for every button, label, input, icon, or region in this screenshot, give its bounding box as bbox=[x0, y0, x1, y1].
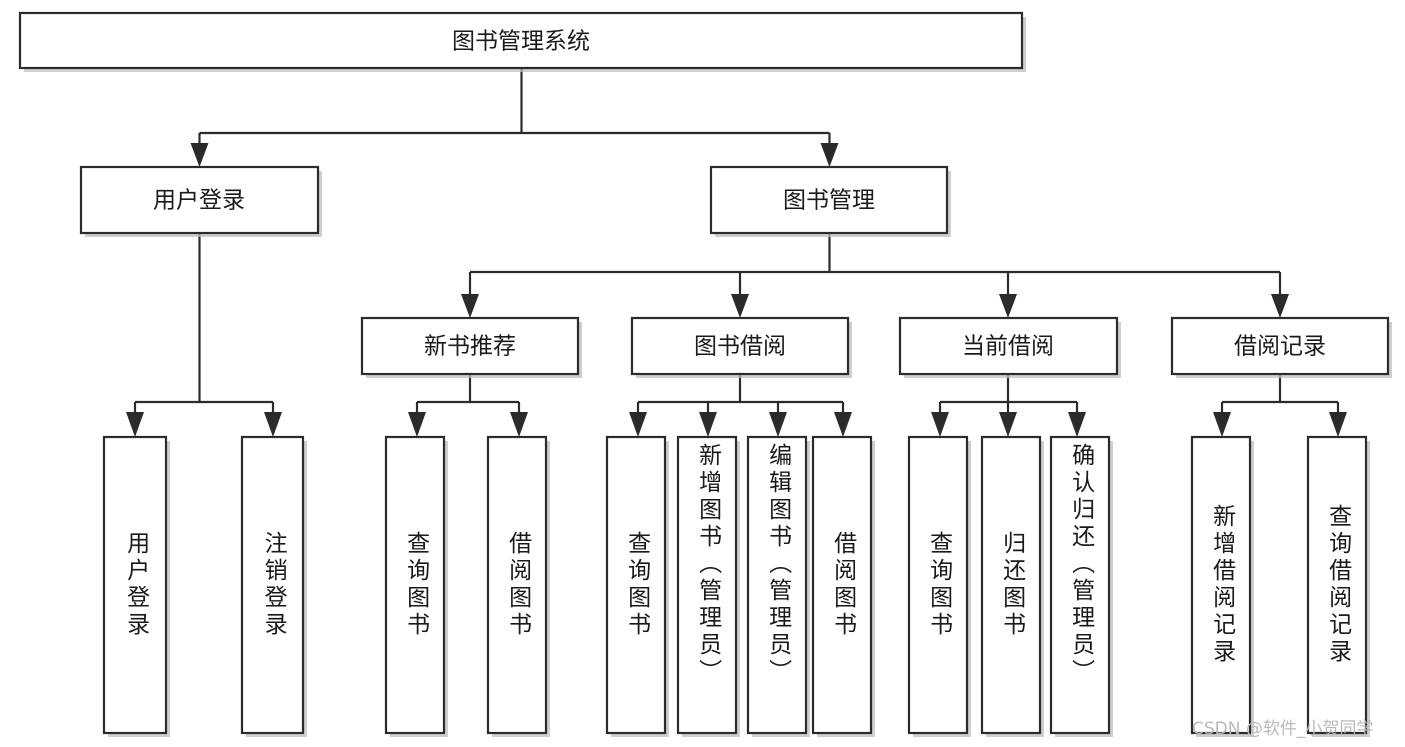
node-user-login[interactable]: 用户登录 bbox=[79, 165, 322, 237]
arrowhead-leaf-edit-book bbox=[769, 412, 787, 437]
arrowhead-book-manage bbox=[820, 143, 839, 167]
arrowhead-leaf-query-book-3 bbox=[931, 412, 949, 437]
node-book-manage-label: 图书管理 bbox=[783, 188, 875, 214]
connector-group-root bbox=[190, 68, 839, 167]
node-book-borrow-label: 图书借阅 bbox=[694, 334, 786, 360]
node-new-book-rec-label: 新书推荐 bbox=[424, 334, 516, 360]
arrowhead-leaf-add-book bbox=[699, 412, 717, 437]
arrowhead-leaf-add-record bbox=[1213, 412, 1231, 437]
node-new-book-rec-box[interactable] bbox=[360, 316, 580, 376]
node-borrow-record[interactable]: 借阅记录 bbox=[1170, 316, 1392, 378]
connector-group-book-borrow bbox=[629, 374, 852, 437]
node-root-label: 图书管理系统 bbox=[452, 29, 590, 55]
node-root-box[interactable] bbox=[18, 11, 1024, 70]
node-borrow-record-label: 借阅记录 bbox=[1234, 334, 1326, 360]
arrowhead-leaf-borrow-book-1 bbox=[510, 412, 528, 437]
node-user-login-label: 用户登录 bbox=[153, 188, 245, 214]
arrowhead-book-borrow bbox=[731, 294, 749, 318]
arrowhead-leaf-confirm-return bbox=[1068, 412, 1086, 437]
arrowhead-leaf-borrow-book-2 bbox=[834, 412, 852, 437]
leaf-return-book-box[interactable] bbox=[980, 435, 1042, 735]
arrowhead-leaf-logout bbox=[264, 412, 282, 437]
leaf-borrow-book-1-box[interactable] bbox=[486, 435, 548, 735]
arrowhead-user-login bbox=[190, 143, 209, 167]
node-borrow-record-box[interactable] bbox=[1170, 316, 1390, 376]
node-book-borrow-box[interactable] bbox=[630, 316, 850, 376]
leaf-logout-box[interactable] bbox=[240, 435, 305, 735]
arrowhead-borrow-record bbox=[1271, 294, 1289, 318]
arrowhead-leaf-return-book bbox=[999, 412, 1017, 437]
node-user-login-box[interactable] bbox=[79, 165, 320, 235]
node-current-borrow-box[interactable] bbox=[898, 316, 1119, 376]
arrowhead-new-book-rec bbox=[461, 294, 479, 318]
arrowhead-leaf-user-login bbox=[126, 412, 144, 437]
arrowhead-leaf-query-record bbox=[1329, 412, 1347, 437]
node-new-book-rec[interactable]: 新书推荐 bbox=[360, 316, 582, 378]
leaf-query-book-2-box[interactable] bbox=[605, 435, 667, 735]
node-current-borrow[interactable]: 当前借阅 bbox=[898, 316, 1121, 378]
connector-group-user-login bbox=[126, 233, 282, 437]
connector-group-book-manage bbox=[461, 233, 1289, 318]
arrowhead-leaf-query-book-1 bbox=[408, 412, 426, 437]
leaf-user-login-box[interactable] bbox=[102, 435, 168, 735]
node-book-manage[interactable]: 图书管理 bbox=[709, 165, 951, 237]
node-current-borrow-label: 当前借阅 bbox=[962, 334, 1054, 360]
leaf-edit-book-box[interactable] bbox=[746, 435, 808, 735]
leaf-add-book-box[interactable] bbox=[676, 435, 738, 735]
arrowhead-current-borrow bbox=[999, 294, 1017, 318]
leaf-add-record-box[interactable] bbox=[1190, 435, 1252, 735]
leaf-query-record-box[interactable] bbox=[1306, 435, 1368, 735]
leaf-node-group bbox=[102, 435, 1370, 737]
connector-group-current-borrow bbox=[931, 374, 1086, 437]
csdn-watermark: CSDN @软件_小贺同学 bbox=[1192, 719, 1374, 739]
node-book-borrow[interactable]: 图书借阅 bbox=[630, 316, 852, 378]
arrowhead-leaf-query-book-2 bbox=[629, 412, 647, 437]
node-book-manage-box[interactable] bbox=[709, 165, 949, 235]
leaf-query-book-1-box[interactable] bbox=[384, 435, 446, 735]
node-root[interactable]: 图书管理系统 bbox=[18, 11, 1026, 72]
connector-group-new-book-rec bbox=[408, 374, 528, 437]
connector-group-borrow-record bbox=[1213, 374, 1347, 437]
leaf-confirm-return-box[interactable] bbox=[1049, 435, 1111, 735]
leaf-query-book-3-box[interactable] bbox=[907, 435, 969, 735]
leaf-borrow-book-2-box[interactable] bbox=[811, 435, 873, 735]
